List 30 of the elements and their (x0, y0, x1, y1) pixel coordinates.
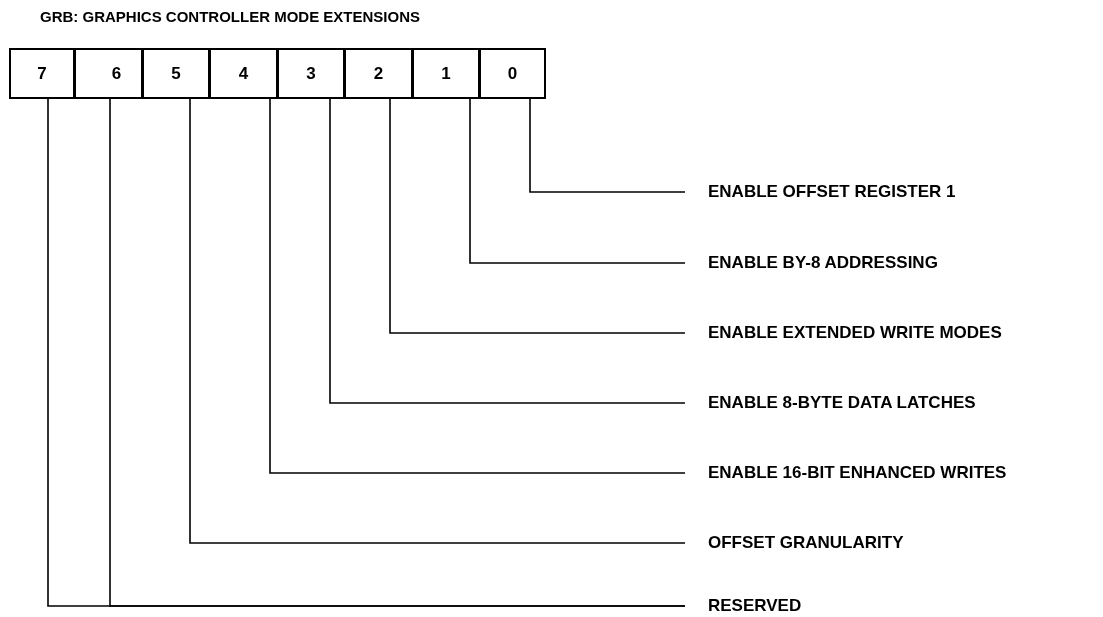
bit-cell (277, 48, 345, 99)
leader-line (469, 98, 686, 264)
bit-number: 2 (373, 63, 384, 84)
bit-number: 3 (306, 63, 316, 84)
bit-cell (412, 48, 480, 99)
bit-cell (209, 48, 278, 99)
bit-cell (479, 48, 546, 99)
field-description: RESERVED (708, 596, 802, 616)
bit-cell (344, 48, 413, 99)
bit-number: 4 (238, 63, 249, 84)
bit-number: 7 (37, 63, 47, 84)
field-description: ENABLE OFFSET REGISTER 1 (708, 182, 956, 202)
bit-number: 6 (111, 63, 122, 84)
leader-line (189, 98, 686, 544)
field-description: ENABLE EXTENDED WRITE MODES (708, 323, 1002, 343)
bit-number: 1 (441, 63, 451, 84)
bit-cell (9, 48, 75, 99)
leader-line (329, 98, 686, 404)
bit-number: 5 (171, 63, 181, 84)
leader-line (269, 98, 686, 474)
field-description: ENABLE BY-8 ADDRESSING (708, 253, 938, 273)
diagram-title: GRB: GRAPHICS CONTROLLER MODE EXTENSIONS (40, 8, 421, 25)
bit-cell (74, 48, 143, 99)
field-description: ENABLE 8-BYTE DATA LATCHES (708, 393, 976, 413)
field-description: OFFSET GRANULARITY (708, 533, 904, 553)
bit-number: 0 (507, 63, 518, 84)
leader-line (389, 98, 686, 334)
leader-line (529, 98, 686, 193)
field-description: ENABLE 16-BIT ENHANCED WRITES (708, 463, 1007, 483)
bit-cell (142, 48, 210, 99)
